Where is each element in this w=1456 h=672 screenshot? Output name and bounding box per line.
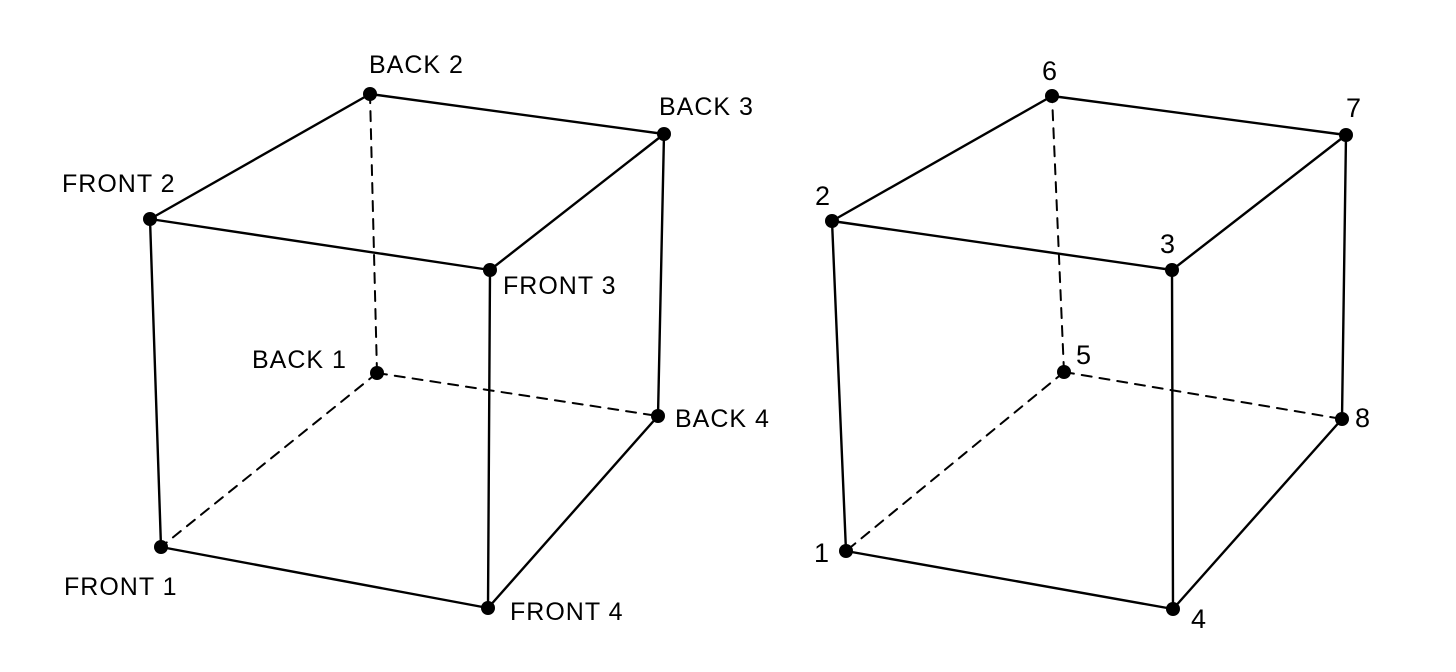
label-5: 5 [1076,340,1091,370]
hidden-edge-back1-back2 [369,93,378,374]
label-front1: FRONT 1 [64,573,178,601]
edge-2-6 [830,94,1054,223]
edge-6-7 [1050,94,1348,137]
vertex-6 [1045,89,1059,103]
vertex-8 [1335,412,1349,426]
vertex-4 [1166,602,1180,616]
vertex-back1 [370,366,384,380]
vertex-back3 [657,127,671,141]
vertex-3 [1165,263,1179,277]
hidden-edge-back1-back4 [376,372,659,417]
edge-4-1 [844,549,1175,611]
label-8: 8 [1355,403,1370,433]
named-vertices-cube: FRONT 1 FRONT 2 FRONT 3 FRONT 4 BACK 1 B… [62,51,770,626]
edge-front2-back2 [148,92,372,221]
vertex-back2 [363,87,377,101]
edge-8-4 [1171,417,1344,611]
label-7: 7 [1346,93,1361,123]
hidden-edge-back1-front1 [160,372,378,548]
label-1: 1 [814,538,829,568]
label-6: 6 [1042,56,1057,86]
vertex-back4 [651,409,665,423]
label-front3: FRONT 3 [503,272,617,300]
edge-front1-front2 [148,217,163,549]
edge-back3-back4 [656,132,666,418]
vertex-5 [1057,365,1071,379]
numbered-vertices-cube: 1 2 3 4 5 6 7 8 [814,56,1370,634]
vertex-7 [1339,128,1353,142]
vertex-front2 [143,212,157,226]
edge-2-3 [830,219,1174,272]
label-back3: BACK 3 [659,93,754,121]
edge-back2-back3 [368,92,666,136]
edge-front4-front1 [159,545,490,610]
vertex-2 [825,214,839,228]
hidden-edge-5-8 [1063,371,1343,420]
vertex-front4 [481,601,495,615]
label-3: 3 [1160,229,1175,259]
label-4: 4 [1191,604,1206,634]
vertex-1 [839,544,853,558]
label-2: 2 [815,181,830,211]
edge-3-4 [1170,268,1175,611]
label-back1: BACK 1 [252,346,347,374]
vertex-front3 [483,263,497,277]
edge-front3-front4 [486,268,492,610]
label-back2: BACK 2 [369,51,464,79]
hidden-edge-5-6 [1051,95,1065,373]
hidden-edge-5-1 [845,371,1065,552]
edge-front2-front3 [148,217,492,272]
edge-7-3 [1170,133,1348,272]
label-back4: BACK 4 [675,405,770,433]
label-front4: FRONT 4 [510,598,624,626]
edge-7-8 [1340,133,1348,421]
edge-back3-front3 [488,132,666,272]
vertex-front1 [154,540,168,554]
label-front2: FRONT 2 [62,170,176,198]
edge-1-2 [830,219,848,553]
edge-back4-front4 [486,414,660,610]
